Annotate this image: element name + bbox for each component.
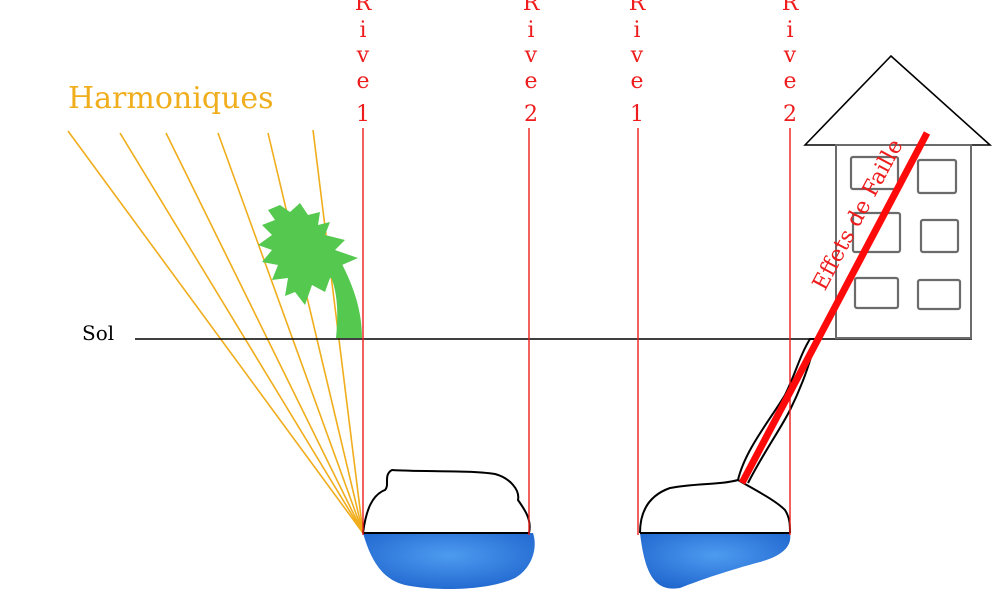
- cavity-left-outline: [362, 468, 531, 534]
- house-icon: [803, 54, 993, 339]
- bank-letter: R: [355, 0, 373, 16]
- bank-letter: v: [524, 43, 538, 68]
- bank-letter: v: [356, 43, 370, 68]
- bank-letter: 1: [630, 102, 644, 127]
- bank-label-rive-2-right: R i v e 2: [782, 0, 800, 127]
- bank-letter: i: [359, 18, 366, 43]
- cavity-right-outline: [639, 478, 791, 534]
- house-window: [851, 211, 902, 254]
- fault-line: [738, 131, 931, 485]
- bank-letter: 2: [524, 102, 538, 127]
- house-window: [916, 158, 958, 195]
- bank-letter: 1: [356, 102, 370, 127]
- bank-letter: e: [783, 69, 796, 94]
- bank-letter: v: [630, 43, 644, 68]
- bank-letter: e: [524, 69, 537, 94]
- house-window: [919, 218, 960, 254]
- bank-label-rive-1-left: R i v e 1: [355, 0, 373, 127]
- bank-letter: R: [629, 0, 647, 16]
- bank-letter: e: [630, 69, 643, 94]
- harmonic-ray: [67, 130, 364, 534]
- harmonics-label: Harmoniques: [68, 81, 274, 116]
- bank-label-rive-1-right: R i v e 1: [629, 0, 647, 127]
- bank-letter: R: [782, 0, 800, 16]
- water-pocket-right: [640, 533, 791, 589]
- bank-letter: i: [786, 18, 793, 43]
- bank-letter: i: [527, 18, 534, 43]
- harmonic-ray: [119, 132, 364, 534]
- bank-letter: 2: [783, 102, 797, 127]
- harmonic-ray: [267, 132, 364, 534]
- bank-letter: i: [633, 18, 640, 43]
- bank-letter: R: [523, 0, 541, 16]
- tree-icon: [258, 203, 362, 338]
- bank-letter: v: [783, 43, 797, 68]
- harmonic-ray: [165, 132, 364, 534]
- harmonic-ray: [217, 132, 364, 534]
- house-window: [916, 278, 962, 311]
- ground-label: Sol: [82, 321, 114, 345]
- bank-letter: e: [356, 69, 369, 94]
- house-window: [849, 155, 900, 191]
- bank-label-rive-2-left: R i v e 2: [523, 0, 541, 127]
- water-pocket-left: [363, 533, 535, 590]
- house-window: [853, 276, 900, 310]
- house-roof: [803, 54, 993, 146]
